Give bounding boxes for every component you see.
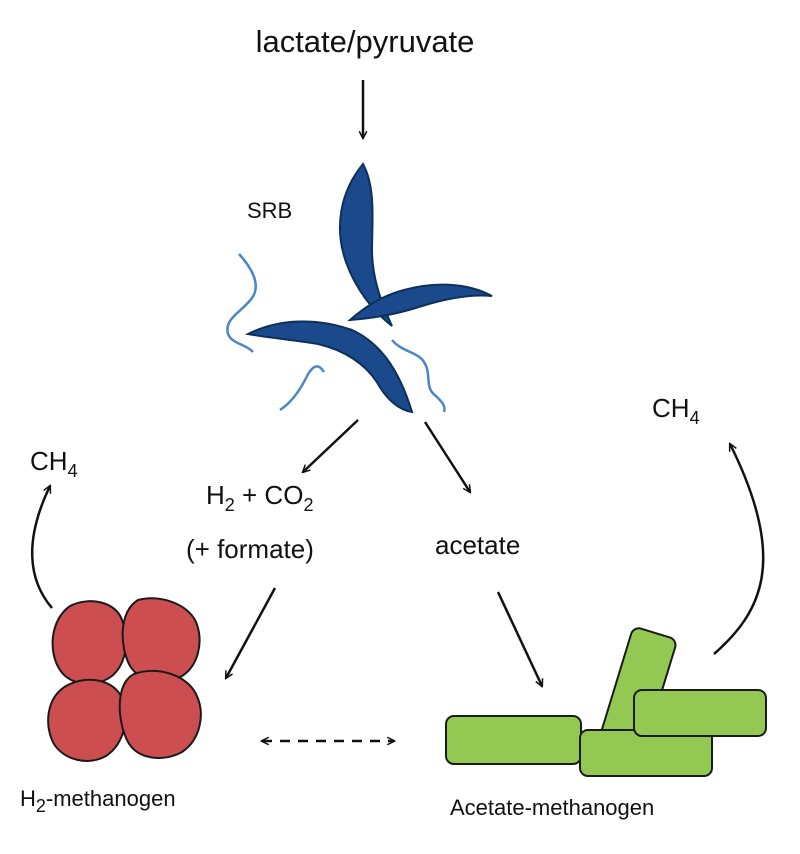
srb-flagellum	[279, 365, 326, 412]
arrow-h2-methanogen-to-ch4	[31, 486, 53, 609]
substrate-label: lactate/pyruvate	[256, 24, 475, 59]
ch4-right-base: CH	[652, 393, 690, 423]
rod-cell	[445, 715, 582, 765]
acetate-methanogen-cluster	[445, 627, 767, 777]
ch4-right-subscript: 4	[690, 408, 700, 428]
co2-subscript: 2	[303, 495, 313, 515]
ch4-left-label: CH4	[30, 446, 78, 481]
h2-methanogen-subscript: 2	[36, 796, 46, 816]
h2-methanogen-label: H2-methanogen	[20, 786, 176, 816]
coccus-cell	[47, 678, 127, 762]
h2-co2-label: H2 + CO2	[206, 480, 313, 515]
arrow-acetate-to-acetate-methanogen	[496, 591, 542, 686]
coccus-cell	[51, 600, 128, 685]
arrow-srb-to-h2	[303, 419, 359, 472]
h2-methanogen-cluster	[47, 597, 202, 762]
h2-h: H	[206, 480, 225, 510]
srb-curved-rod	[347, 283, 493, 322]
ch4-left-subscript: 4	[68, 461, 78, 481]
h2-methanogen-rest: -methanogen	[46, 786, 176, 811]
srb-label: SRB	[247, 198, 292, 223]
h2-subscript: 2	[225, 495, 235, 515]
srb-bacteria-group	[226, 162, 493, 414]
h2-methanogen-h: H	[20, 786, 36, 811]
formate-label: (+ formate)	[186, 534, 314, 564]
ch4-right-label: CH4	[652, 393, 700, 428]
srb-curved-rod	[339, 162, 393, 327]
coccus-cell	[118, 669, 202, 759]
coccus-cell	[121, 597, 201, 684]
acetate-methanogen-label: Acetate-methanogen	[450, 795, 654, 820]
acetate-label: acetate	[435, 530, 520, 560]
rod-cell	[633, 689, 767, 737]
ch4-left-base: CH	[30, 446, 68, 476]
plus-co: + CO	[235, 480, 304, 510]
srb-curved-rod	[244, 320, 414, 414]
arrow-h2-to-h2-methanogen	[226, 587, 277, 678]
srb-flagellum	[391, 339, 446, 413]
arrow-srb-to-acetate	[423, 421, 470, 492]
arrow-acetate-methanogen-to-ch4	[713, 444, 765, 655]
srb-flagellum	[226, 253, 257, 353]
